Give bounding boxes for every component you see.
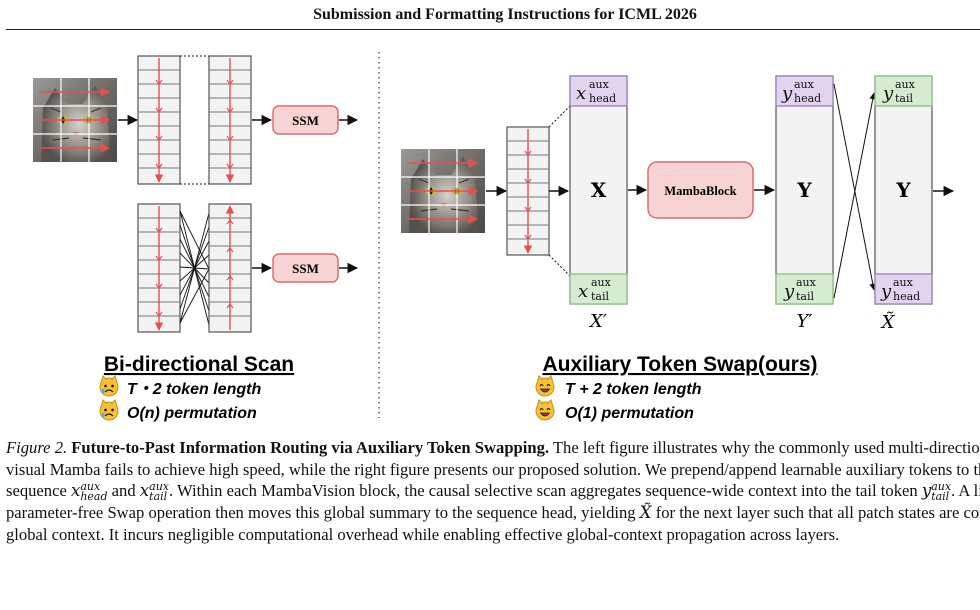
right-bullet-1: T + 2 token length	[565, 381, 702, 398]
mamba-block: MambaBlock	[647, 161, 754, 219]
mamba-block-label: MambaBlock	[664, 184, 736, 198]
svg-text:aux: aux	[796, 276, 817, 289]
header-rule	[6, 29, 980, 30]
svg-text:y: y	[783, 281, 795, 302]
x-prime-label: X′	[588, 311, 607, 332]
svg-text:y: y	[880, 281, 892, 302]
right-panel-title: Auxiliary Token Swap(ours)	[543, 353, 818, 376]
svg-text:aux: aux	[794, 78, 815, 91]
swap-arrow-tail-to-head	[833, 92, 877, 299]
swapped-head-token	[874, 273, 933, 305]
svg-text:x: x	[576, 83, 586, 104]
y-tail-label-right: y aux tail	[882, 78, 916, 105]
cat-image-left	[32, 77, 118, 163]
face-icon-happy-2	[535, 399, 555, 421]
svg-text:tail: tail	[591, 290, 609, 303]
figure-caption: Figure 2. Future-to-Past Information Rou…	[6, 437, 980, 545]
x-prime-column: X	[569, 75, 628, 305]
seq-col-forward-2	[208, 55, 252, 185]
ssm-block-top: SSM	[272, 105, 339, 135]
caption-text-3: . A lightweight, parameter-free Swap ope…	[6, 481, 980, 522]
y-prime-column: Y	[775, 75, 834, 305]
right-bullet-2: O(1) permutation	[565, 405, 694, 422]
sym-x-tilde: X̃	[639, 503, 652, 522]
svg-text:head: head	[794, 92, 821, 105]
svg-text:y: y	[882, 83, 894, 104]
x-head-label: x aux head	[576, 78, 616, 105]
svg-text:aux: aux	[893, 276, 914, 289]
y-prime-label: Y′	[797, 311, 813, 332]
x-tail-label: x aux tail	[578, 276, 612, 303]
x-label: X	[591, 178, 607, 202]
svg-text:tail: tail	[895, 92, 913, 105]
svg-text:tail: tail	[796, 290, 814, 303]
svg-text:aux: aux	[591, 276, 612, 289]
y-label: Y	[796, 178, 812, 202]
y-head-label-left: y aux head	[781, 78, 821, 105]
swap-arrow-head-to-tail	[833, 83, 877, 291]
patch-sequence	[506, 126, 550, 256]
seq-col-backward-2	[208, 203, 252, 333]
cat-image-right	[400, 148, 486, 234]
figure-2: SSM	[32, 52, 955, 422]
caption-text-1: The left figure illustrates why the comm…	[6, 438, 980, 500]
y-tail-aux-token	[775, 273, 834, 305]
svg-text:y: y	[781, 83, 793, 104]
left-bullet-2: O(n) permutation	[127, 405, 257, 422]
svg-text:head: head	[589, 92, 616, 105]
svg-text:head: head	[893, 290, 920, 303]
y-head-aux-token	[775, 75, 834, 107]
face-icon-happy-1	[535, 375, 555, 397]
x-head-aux-token	[569, 75, 628, 107]
seq-col-backward-1	[137, 203, 181, 333]
left-bullet-1: T・2 token length	[127, 381, 261, 398]
swapped-tail-token	[874, 75, 933, 107]
permutation-lines	[179, 210, 210, 326]
ssm-label-bottom: SSM	[292, 261, 319, 276]
caption-text-2: . Within each MambaVision block, the cau…	[169, 481, 922, 500]
caption-label: Figure 2.	[6, 438, 68, 457]
y-label-swapped: Y	[895, 178, 911, 202]
face-icon-sad-2	[99, 399, 119, 421]
y-head-label-right: y aux head	[880, 276, 920, 303]
x-tilde-label: X̃	[880, 311, 896, 333]
caption-text-4: for the next layer such that all patch s…	[6, 503, 980, 544]
face-icon-sad-1	[99, 375, 119, 397]
right-panel-aux-swap: X x aux head x aux tail X′ MambaBlock Y …	[400, 75, 955, 422]
y-tail-label-left: y aux tail	[783, 276, 817, 303]
seq-col-forward-1	[137, 55, 181, 185]
svg-text:x: x	[578, 281, 588, 302]
svg-text:aux: aux	[589, 78, 610, 91]
left-panel-title: Bi-directional Scan	[104, 353, 294, 376]
ssm-label-top: SSM	[292, 113, 319, 128]
caption-and: and	[107, 481, 140, 500]
caption-title: Future-to-Past Information Routing via A…	[71, 438, 550, 457]
running-header: Submission and Formatting Instructions f…	[313, 6, 697, 23]
x-tilde-column: Y	[874, 75, 933, 305]
x-tail-aux-token	[569, 273, 628, 305]
svg-text:aux: aux	[895, 78, 916, 91]
left-panel-bidirectional: SSM	[32, 55, 359, 422]
ssm-block-bottom: SSM	[272, 253, 339, 283]
